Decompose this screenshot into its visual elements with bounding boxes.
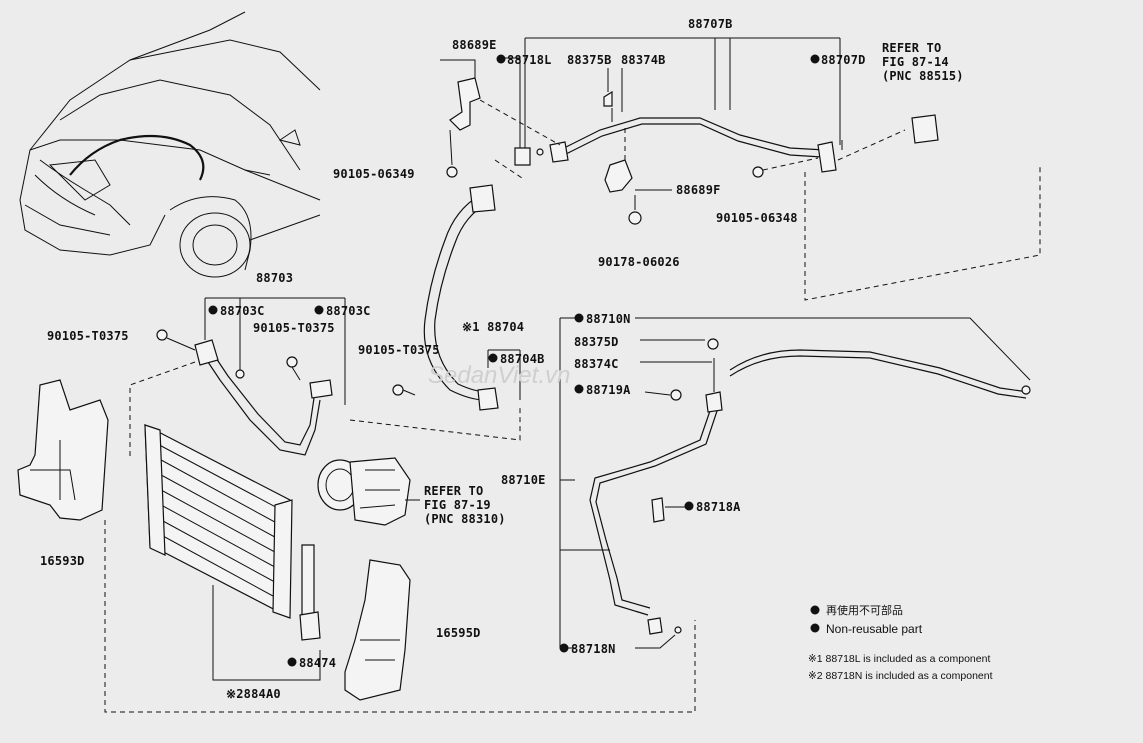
callout-labels: 88707B 88689E 88718L 88375B 88374B 88707… <box>40 17 964 701</box>
nonreusable-marker <box>314 305 324 315</box>
nonreusable-marker <box>810 54 820 64</box>
nonreusable-marker <box>496 54 506 64</box>
label-88710E: 88710E <box>501 473 546 487</box>
label-90105-T0375-b: 90105-T0375 <box>253 321 335 335</box>
nonreusable-marker <box>208 305 218 315</box>
label-884A0: ※2884A0 <box>226 687 281 701</box>
legend-en-text: Non-reusable part <box>826 622 923 636</box>
refer-fig-87-14-line1: REFER TO <box>882 41 941 55</box>
label-88703C-b: 88703C <box>326 304 371 318</box>
discharge-hose-assembly <box>129 297 346 460</box>
label-88689F: 88689F <box>676 183 721 197</box>
nonreusable-marker <box>488 353 498 363</box>
legend-bullet-en <box>810 623 820 633</box>
vehicle-illustration <box>19 11 321 278</box>
refer-fig-87-14-line3: (PNC 88515) <box>882 69 964 83</box>
label-88689E: 88689E <box>452 38 497 52</box>
legend-note-1: ※1 88718L is included as a component <box>808 653 990 665</box>
label-88718A: 88718A <box>696 500 741 514</box>
upper-pipe-assembly <box>440 37 1041 301</box>
label-88375D: 88375D <box>574 335 619 349</box>
label-88707D: 88707D <box>821 53 866 67</box>
label-90178-06026: 90178-06026 <box>598 255 680 269</box>
condenser <box>104 423 696 713</box>
legend-note-2: ※2 88718N is included as a component <box>808 670 993 682</box>
label-88374B: 88374B <box>621 53 666 67</box>
label-88710N: 88710N <box>586 312 631 326</box>
label-88474: 88474 <box>299 656 336 670</box>
label-88718L: 88718L <box>507 53 552 67</box>
label-16593D: 16593D <box>40 554 85 568</box>
label-88707B: 88707B <box>688 17 733 31</box>
label-90105-06349: 90105-06349 <box>333 167 415 181</box>
refer-fig-87-19-line3: (PNC 88310) <box>424 512 506 526</box>
radiator-side-seals <box>17 379 411 701</box>
label-16595D: 16595D <box>436 626 481 640</box>
label-90105-T0375-c: 90105-T0375 <box>358 343 440 357</box>
label-88719A: 88719A <box>586 383 631 397</box>
label-88703: 88703 <box>256 271 293 285</box>
label-90105-T0375-a: 90105-T0375 <box>47 329 129 343</box>
nonreusable-marker <box>559 643 569 653</box>
legend: 再使用不可部品 Non-reusable part ※1 88718L is i… <box>808 603 993 682</box>
compressor <box>317 457 420 526</box>
label-88375B: 88375B <box>567 53 612 67</box>
label-88704B: 88704B <box>500 352 545 366</box>
label-88718N: 88718N <box>571 642 616 656</box>
liquid-pipe-assembly <box>559 317 1031 649</box>
watermark-text: SedanViet.vn <box>428 362 570 389</box>
nonreusable-marker <box>574 313 584 323</box>
label-90105-06348: 90105-06348 <box>716 211 798 225</box>
suction-hose-assembly <box>349 159 526 441</box>
label-88703C-a: 88703C <box>220 304 265 318</box>
nonreusable-marker <box>684 501 694 511</box>
refer-fig-87-19-line2: FIG 87-19 <box>424 498 491 512</box>
refer-fig-87-19-line1: REFER TO <box>424 484 483 498</box>
nonreusable-marker <box>574 384 584 394</box>
legend-jp-text: 再使用不可部品 <box>826 603 903 617</box>
legend-bullet-jp <box>810 605 820 615</box>
nonreusable-marker <box>287 657 297 667</box>
label-88374C: 88374C <box>574 357 619 371</box>
label-88704: ※1 88704 <box>462 320 524 334</box>
refer-fig-87-14-line2: FIG 87-14 <box>882 55 949 69</box>
